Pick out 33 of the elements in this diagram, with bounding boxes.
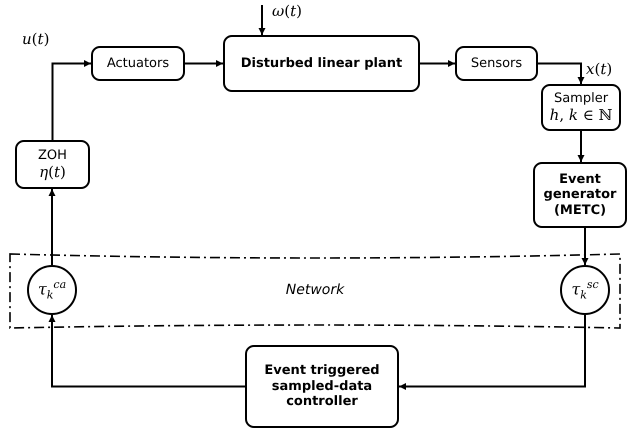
signal-label: ω(t)	[272, 2, 302, 20]
arrow	[578, 131, 584, 162]
arrow	[48, 189, 56, 265]
arrow	[52, 60, 91, 140]
box-label: Sensors	[470, 56, 522, 72]
arrow	[48, 315, 245, 388]
box-label: Event generator (METC)	[542, 172, 618, 218]
math-label: h, k ∈ ℕ	[550, 106, 612, 124]
network-label: Network	[286, 282, 344, 298]
arrow	[420, 60, 455, 67]
delay-circle	[560, 265, 610, 315]
box-label: Disturbed linear plant	[240, 56, 402, 72]
arrow	[582, 228, 588, 265]
arrow	[399, 315, 586, 390]
network-band	[8, 250, 622, 330]
math-label: η(t)	[39, 163, 66, 182]
arrow	[185, 60, 223, 67]
arrow	[258, 5, 266, 35]
box-label: Event triggered sampled-data controller	[263, 363, 381, 410]
process-box	[15, 140, 90, 189]
box-label: Sampler	[554, 90, 608, 106]
signal-label: u(t)	[22, 30, 50, 48]
process-box	[91, 46, 185, 81]
delay-circle	[27, 265, 77, 315]
process-box	[455, 46, 538, 81]
signal-label: x(t)	[586, 60, 612, 78]
process-box	[223, 35, 420, 92]
box-label: Actuators	[106, 56, 170, 72]
process-box	[245, 345, 399, 428]
arrow	[538, 62, 584, 84]
process-box	[533, 162, 627, 228]
process-box	[541, 84, 621, 131]
box-label: ZOH	[38, 148, 67, 164]
